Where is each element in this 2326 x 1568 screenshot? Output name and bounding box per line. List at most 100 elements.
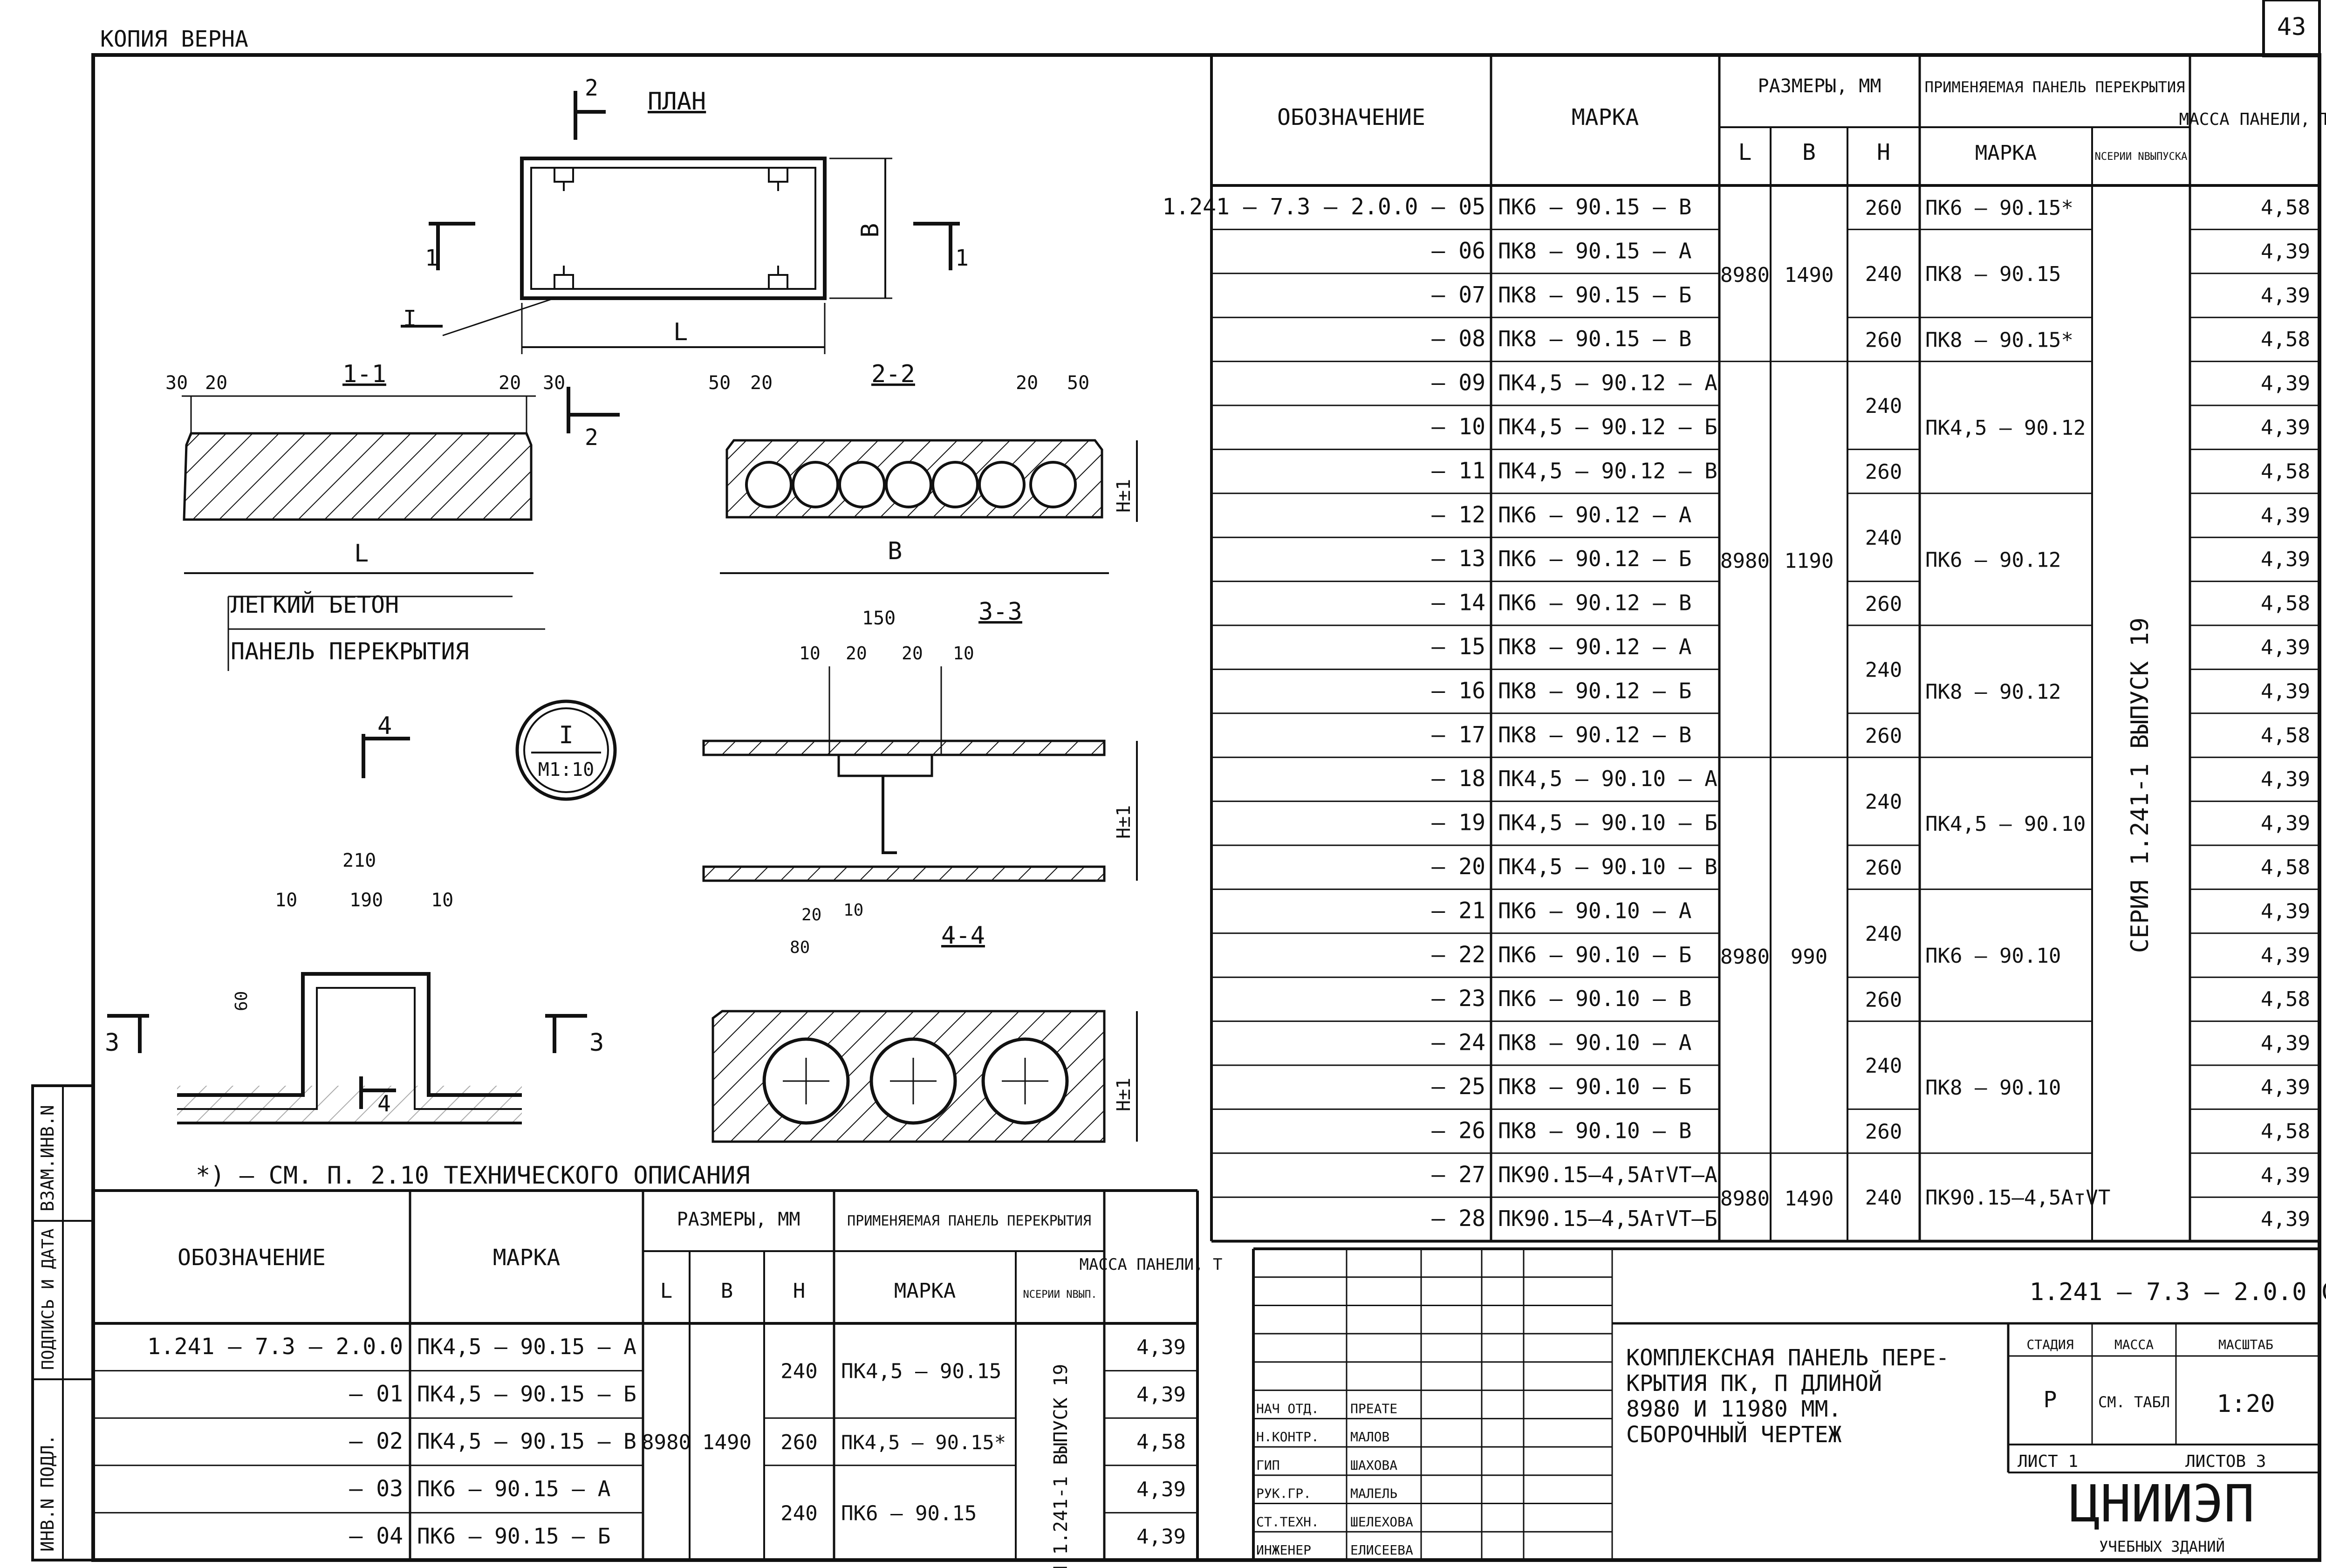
main-merged-H: 240	[1865, 658, 1902, 682]
plan-title: ПЛАН	[648, 88, 706, 116]
main-row-mark: ПК8 – 90.12 – В	[1498, 722, 1691, 747]
callout-light-concrete: ЛЕГКИЙ БЕТОН	[231, 591, 399, 618]
sec-3-3-dim-10-right: 10	[953, 643, 974, 664]
main-row-mark: ПК6 – 90.12 – Б	[1498, 546, 1691, 571]
main-row-designation: – 22	[1431, 942, 1485, 968]
main-row-mark: ПК90.15–4,5АтVТ–Б	[1498, 1206, 1717, 1231]
node-mark-3-left: 3	[105, 1029, 119, 1057]
bottom-merged-H: 240	[780, 1360, 817, 1383]
sec-2-2-dim-20-right: 20	[1016, 372, 1038, 394]
main-row-designation: – 28	[1431, 1205, 1485, 1232]
main-merged-L: 8980	[1720, 549, 1770, 573]
main-header-mass: МАССА ПАНЕЛИ, Т	[2179, 110, 2326, 129]
main-row-mass: 4,39	[2261, 1164, 2310, 1187]
main-row-designation: – 17	[1431, 722, 1485, 748]
main-merged-H: 260	[1865, 1120, 1902, 1144]
title-line: СБОРОЧНЫЙ ЧЕРТЕЖ	[1626, 1421, 1841, 1448]
bottom-row-designation: – 01	[349, 1381, 403, 1407]
sec-2-2-dim-B: B	[888, 537, 902, 565]
mark-4-top: 4	[377, 712, 392, 740]
sec-4-4-dim-20: 20	[801, 905, 821, 924]
main-row-mass: 4,39	[2261, 899, 2310, 923]
sec-1-1-dim-20-left: 20	[205, 372, 227, 394]
bottom-row-mass: 4,39	[1136, 1478, 1186, 1501]
bottom-row-mass: 4,39	[1136, 1525, 1186, 1548]
bottom-row-designation: – 04	[349, 1523, 403, 1549]
bottom-header-L: L	[660, 1279, 673, 1303]
main-merged-L: 8980	[1720, 1187, 1770, 1211]
section-4-mark: 4	[362, 712, 410, 778]
main-row-mass: 4,39	[2261, 504, 2310, 527]
margin-label-2: ПОДПИСЬ И ДАТА	[39, 1228, 58, 1370]
title-name: ПРЕАТЕ	[1350, 1401, 1397, 1416]
main-merged-H: 260	[1865, 724, 1902, 748]
main-header-applied-mark: МАРКА	[1975, 141, 2037, 165]
main-merged-H: 260	[1865, 196, 1902, 220]
main-row-mark: ПК6 – 90.12 – А	[1498, 502, 1691, 527]
plan-mark-2: 2	[585, 75, 598, 101]
title-sheets: ЛИСТОВ 3	[2185, 1452, 2266, 1471]
main-merged-applied: ПК6 – 90.15*	[1925, 196, 2073, 220]
bottom-series-label: СЕРИЯ 1.241-1 ВЫПУСК 19	[1050, 1364, 1072, 1568]
main-row-mass: 4,39	[2261, 636, 2310, 659]
main-row-mark: ПК4,5 – 90.10 – Б	[1498, 810, 1717, 835]
main-row-mass: 4,58	[2261, 196, 2310, 219]
node-mark-4: 4	[377, 1091, 391, 1117]
title-role: НАЧ ОТД.	[1256, 1401, 1319, 1416]
margin-label-1: ВЗАМ.ИНВ.N	[37, 1105, 58, 1212]
bottom-row-mark: ПК4,5 – 90.15 – А	[417, 1334, 636, 1359]
bottom-row-mark: ПК4,5 – 90.15 – Б	[417, 1382, 636, 1407]
title-org: ЦНИИЭП	[2069, 1474, 2254, 1534]
main-merged-H: 240	[1865, 262, 1902, 286]
bottom-header-applied: ПРИМЕНЯЕМАЯ ПАНЕЛЬ ПЕРЕКРЫТИЯ	[847, 1213, 1091, 1229]
bottom-header-designation: ОБОЗНАЧЕНИЕ	[178, 1245, 326, 1271]
title-mass: СМ. ТАБЛ	[2098, 1393, 2170, 1411]
bottom-merged-applied: ПК4,5 – 90.15	[841, 1360, 1001, 1383]
sec-4-4-title: 4-4	[941, 922, 985, 950]
title-org-sub: УЧЕБНЫХ ЗДАНИЙ	[2099, 1538, 2225, 1555]
main-row-mass: 4,58	[2261, 856, 2310, 879]
sec-1-1-title: 1-1	[342, 360, 386, 388]
main-row-designation: 1.241 – 7.3 – 2.0.0 – 05	[1162, 194, 1485, 220]
title-name: ШАХОВА	[1350, 1458, 1397, 1473]
sec-4-4-dim-80: 80	[790, 938, 810, 957]
title-name: ЕЛИСЕЕВА	[1350, 1542, 1413, 1558]
main-row-mark: ПК8 – 90.10 – А	[1498, 1030, 1691, 1055]
main-header-L: L	[1738, 139, 1752, 165]
sec-3-3-dim-150: 150	[862, 608, 896, 629]
sec-2-2-dim-50-left: 50	[708, 372, 731, 394]
bottom-header-mark: МАРКА	[493, 1245, 561, 1271]
callout-floor-panel: ПАНЕЛЬ ПЕРЕКРЫТИЯ	[231, 638, 469, 665]
bottom-row-mass: 4,58	[1136, 1430, 1186, 1454]
main-row-mass: 4,39	[2261, 1032, 2310, 1055]
main-row-mark: ПК8 – 90.10 – Б	[1498, 1074, 1691, 1099]
sec-2-2-dim-50-right: 50	[1067, 372, 1089, 394]
main-row-mark: ПК6 – 90.12 – В	[1498, 590, 1691, 616]
main-header-dims: РАЗМЕРЫ, ММ	[1758, 75, 1881, 97]
title-stage: Р	[2044, 1387, 2057, 1413]
main-row-designation: – 12	[1431, 502, 1485, 528]
bottom-row-mark: ПК6 – 90.15 – А	[417, 1476, 610, 1501]
main-row-mass: 4,39	[2261, 812, 2310, 835]
main-merged-H: 240	[1865, 526, 1902, 550]
main-merged-applied: ПК8 – 90.15*	[1925, 328, 2073, 352]
section-3-3: 3-3 150 10 20 20 10 H±1	[702, 598, 1138, 882]
bottom-row-mark: ПК4,5 – 90.15 – В	[417, 1429, 636, 1454]
main-row-mass: 4,58	[2261, 592, 2310, 616]
main-row-mark: ПК4,5 – 90.12 – Б	[1498, 414, 1717, 439]
bottom-merged-H: 240	[780, 1501, 817, 1525]
main-row-designation: – 20	[1431, 854, 1485, 880]
main-header-applied: ПРИМЕНЯЕМАЯ ПАНЕЛЬ ПЕРЕКРЫТИЯ	[1925, 78, 2185, 96]
main-row-designation: – 16	[1431, 678, 1485, 704]
main-row-mass: 4,39	[2261, 944, 2310, 967]
main-row-mass: 4,39	[2261, 284, 2310, 308]
bottom-merged-B: 1490	[702, 1431, 752, 1454]
copy-stamp: КОПИЯ ВЕРНА	[100, 26, 248, 52]
main-row-designation: – 18	[1431, 766, 1485, 792]
bottom-header-H: H	[793, 1279, 806, 1303]
main-row-mass: 4,58	[2261, 328, 2310, 351]
sec-1-1-dim-L: L	[354, 540, 369, 568]
